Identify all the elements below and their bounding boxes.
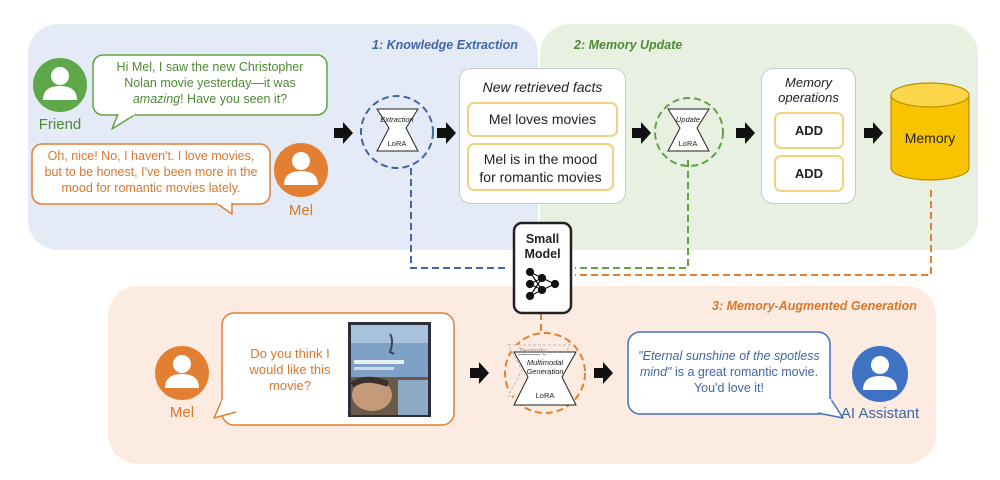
update-lora-label: LoRA <box>678 139 698 148</box>
retrieved-facts-header: New retrieved facts <box>482 79 603 95</box>
mel-message-line-3: mood for romantic movies lately. <box>61 181 241 195</box>
question-line-1: Do you think I <box>250 346 330 361</box>
generation-textonly-label: Textonly <box>518 346 546 355</box>
mel-label-top: Mel <box>288 202 314 219</box>
friend-message-line-3-rest: ! Have you seen it? <box>180 92 288 106</box>
answer-line-2-rest: is a great romantic movie. <box>671 365 819 379</box>
question-message: Do you think I would like this movie? <box>238 346 342 394</box>
question-line-2: would like this <box>249 362 331 377</box>
fact-item: Mel is in the mood for romantic movies <box>467 143 614 191</box>
mel-message-line-1: Oh, nice! No, I haven't. I love movies, <box>47 149 255 163</box>
operation-item: ADD <box>774 112 844 149</box>
answer-title-part-2: mind" <box>639 365 672 379</box>
friend-message: Hi Mel, I saw the new Christopher Nolan … <box>93 59 327 107</box>
small-model-label-1: Small <box>525 232 560 246</box>
answer-message: "Eternal sunshine of the spotless mind" … <box>628 348 830 396</box>
operation-text-2: ADD <box>794 166 824 181</box>
generation-module-label-2: Generation <box>526 367 564 376</box>
mel-message: Oh, nice! No, I haven't. I love movies, … <box>32 148 270 196</box>
fact-text-2-line-2: for romantic movies <box>479 169 602 185</box>
generation-module-label-1: Multimodal <box>526 358 564 367</box>
memory-operations-header-1: Memory <box>785 75 832 90</box>
answer-line-2: mind" is a great romantic movie. <box>628 364 830 380</box>
small-model-label-2: Model <box>524 247 561 261</box>
memory-operations-header-2: operations <box>778 90 839 105</box>
operation-text-1: ADD <box>794 123 824 138</box>
friend-message-line-3: amazing! Have you seen it? <box>93 91 327 107</box>
operation-item: ADD <box>774 155 844 192</box>
fact-item: Mel loves movies <box>467 102 618 137</box>
memory-label: Memory <box>904 130 956 146</box>
friend-label: Friend <box>38 116 82 133</box>
answer-line-3: You'd love it! <box>693 381 765 395</box>
answer-line-1: "Eternal sunshine of the spotless <box>628 348 830 364</box>
friend-message-emphasis: amazing <box>132 92 181 106</box>
fact-text-1: Mel loves movies <box>488 111 597 127</box>
answer-title-part-1: "Eternal sunshine of the spotless <box>638 349 820 363</box>
friend-message-line-2: Nolan movie yesterday—it was <box>124 76 296 90</box>
extraction-lora-label: LoRA <box>387 139 407 148</box>
question-line-3: movie? <box>269 378 311 393</box>
knowledge-extraction-title: 1: Knowledge Extraction <box>372 38 518 52</box>
friend-message-line-1: Hi Mel, I saw the new Christopher <box>116 60 304 74</box>
extraction-module-label: Extraction <box>380 115 414 124</box>
memory-update-title: 2: Memory Update <box>574 38 683 52</box>
update-module-label: Update <box>675 115 701 124</box>
mel-label-bottom: Mel <box>169 404 195 421</box>
assistant-label: AI Assistant <box>840 405 920 422</box>
generation-title: 3: Memory-Augmented Generation <box>712 299 917 313</box>
fact-text-2-line-1: Mel is in the mood <box>483 151 598 167</box>
mel-message-line-2: but to be honest, I've been more in the <box>44 165 258 179</box>
generation-lora-label: LoRA <box>535 391 555 400</box>
